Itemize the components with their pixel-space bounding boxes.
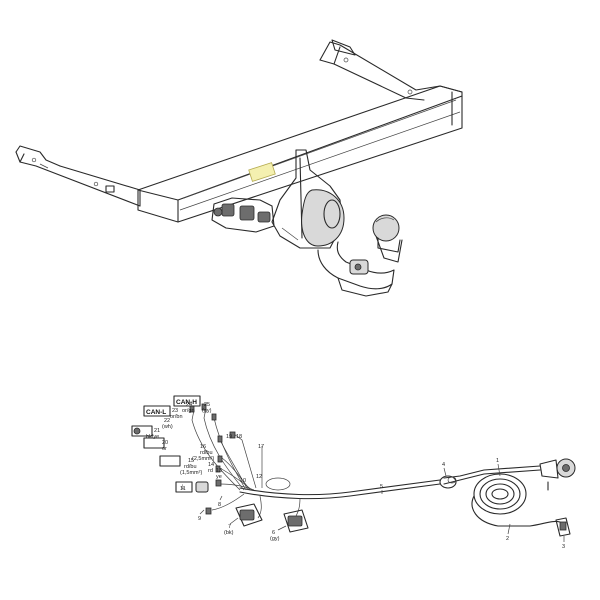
can-l-box: CAN-L [143, 405, 171, 417]
callout-13: 13 [216, 468, 222, 474]
leader-lines [199, 463, 565, 542]
cable-coil [471, 473, 561, 527]
callout-15-color: rd/bu [184, 464, 197, 470]
ball-neck-housing [271, 149, 345, 249]
main-cable [239, 465, 541, 500]
callout-8: 8 [218, 502, 221, 508]
flat-plug-connector [555, 517, 571, 537]
callout-7-color: (bk) [224, 530, 234, 536]
callout-21: 21 [154, 428, 160, 434]
swan-neck [317, 235, 403, 297]
callout-21-color: bk/ye [146, 434, 159, 440]
module-connector-black [235, 503, 263, 527]
callout-16-size: (2,5mm²) [192, 456, 214, 462]
module-connector-gray [283, 509, 309, 533]
callout-23-color: or/bn [170, 414, 183, 420]
wire-terminals [189, 403, 236, 515]
callout-20: 20 [162, 440, 168, 446]
can-h-label: CAN-H [176, 399, 197, 406]
callout-24: 24 [186, 402, 192, 408]
callout-16: 16 [200, 444, 206, 450]
callout-2: 2 [506, 536, 509, 542]
callout-4: 4 [442, 462, 445, 468]
callout-23: 23 [172, 408, 178, 414]
callout-18: 18 [236, 434, 242, 440]
callout-7: 7 [228, 524, 231, 530]
relay-block-item-11 [195, 481, 209, 493]
callout-6: 6 [272, 530, 275, 536]
tow-ball [372, 214, 401, 253]
callout-12: 12 [256, 474, 262, 480]
legend-symbol-boxes: ⏚ [131, 425, 193, 493]
right-mounting-bracket [319, 39, 463, 101]
wiring-harness: ⏚ CAN-H CAN-L [131, 395, 576, 537]
callout-14: 14 [208, 462, 214, 468]
callout-14-color: rd [208, 468, 213, 474]
svg-text:⏚: ⏚ [180, 484, 186, 491]
callout-6-color: (gy) [270, 536, 280, 542]
callout-20-color: or [162, 446, 167, 452]
callout-3: 3 [562, 544, 565, 550]
callout-22: 22 [164, 418, 170, 424]
cable-grommet [439, 475, 457, 489]
callout-5: 5 [380, 484, 383, 490]
callout-22-color: (wh) [162, 424, 173, 430]
callout-25: 25 [204, 402, 210, 408]
callout-16-color: rd/bu [200, 450, 213, 456]
callout-9: 9 [198, 516, 201, 522]
round-plug-connector [539, 458, 576, 491]
can-l-label: CAN-L [146, 409, 166, 416]
left-mounting-bracket [15, 145, 141, 207]
id-label-plate [248, 162, 276, 182]
callout-19: 19 [226, 434, 232, 440]
callout-15: 15 [188, 458, 194, 464]
cross-beam [137, 85, 463, 223]
callout-1: 1 [496, 458, 499, 464]
callout-11: 11 [180, 486, 186, 492]
callout-15-size: (1,5mm²) [180, 470, 202, 476]
socket-connector [211, 197, 275, 233]
can-h-box: CAN-H [173, 395, 201, 407]
callout-13-color: ye [216, 474, 222, 480]
callout-17: 17 [258, 444, 264, 450]
callout-25-color: (gy) [202, 408, 212, 414]
callout-24-color: or/gn [182, 408, 195, 414]
branch-wires [191, 407, 301, 519]
towbar-assembly [15, 39, 463, 297]
callout-numbers: 1 2 3 4 5 6 (gy) 7 (bk) 8 9 10 11 12 13 … [146, 402, 565, 550]
callout-10: 10 [240, 478, 246, 484]
